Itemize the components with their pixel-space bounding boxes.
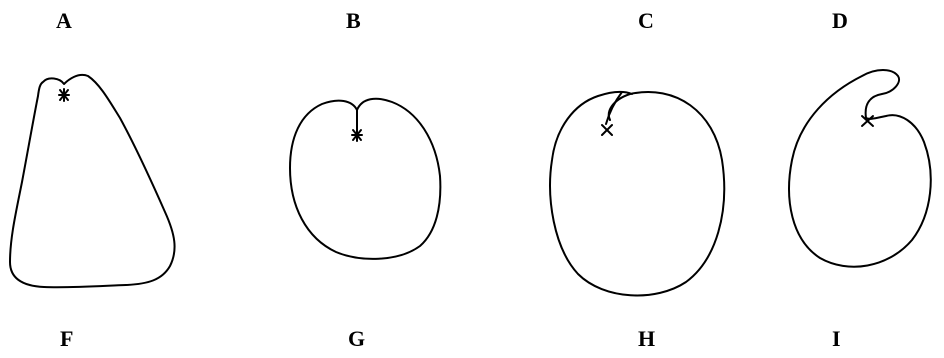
figure-A (9, 74, 176, 289)
label-I: I (832, 326, 841, 351)
figure-C-outline (549, 90, 726, 297)
figure-B-asterisk (351, 128, 363, 142)
label-F: F (60, 326, 74, 351)
figure-B (289, 97, 442, 260)
figure-A-asterisk (58, 88, 70, 102)
figure-D-x-marker (861, 115, 874, 127)
figure-C (549, 90, 726, 297)
figure-A-outline (9, 74, 176, 289)
figure-B-outline (289, 97, 442, 260)
label-H: H (638, 326, 656, 351)
figure-D (788, 69, 932, 268)
label-A: A (56, 8, 72, 33)
label-D: D (832, 8, 848, 33)
figure-C-x-marker (601, 124, 613, 136)
figure-D-outline (788, 69, 932, 268)
label-G: G (348, 326, 366, 351)
label-C: C (638, 8, 654, 33)
label-B: B (346, 8, 361, 33)
